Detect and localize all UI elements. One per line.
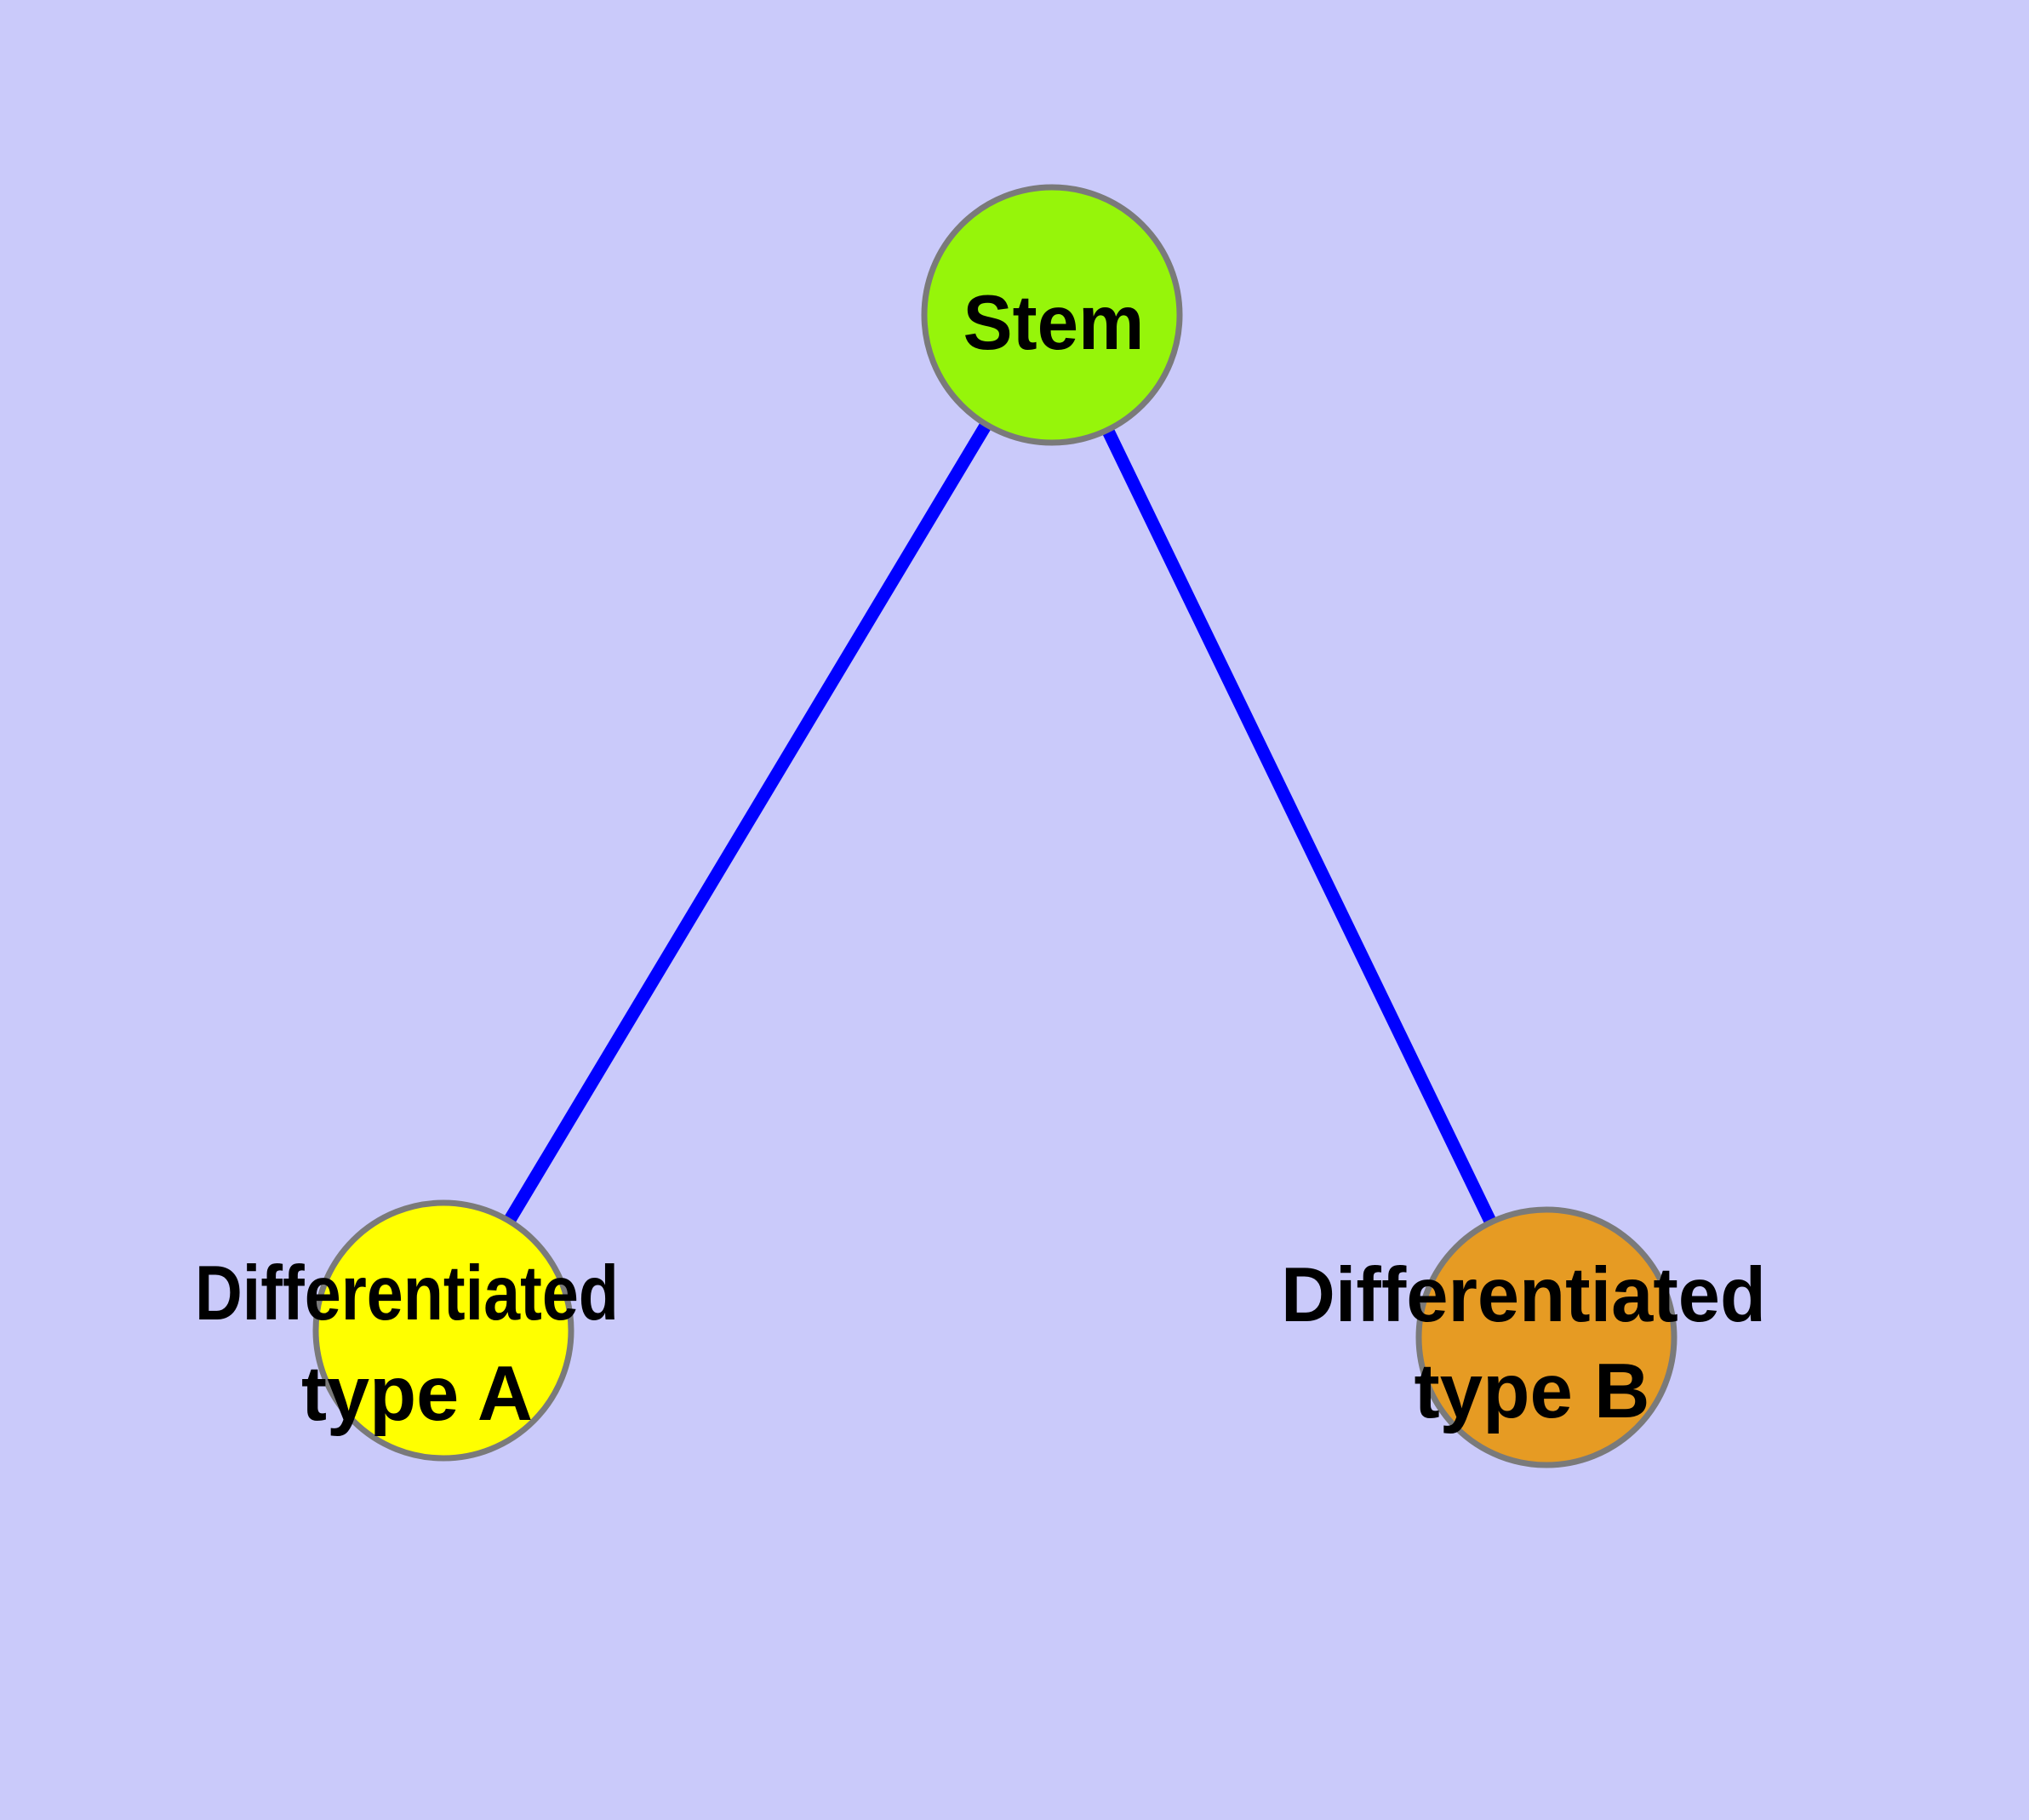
edges xyxy=(437,312,1552,1341)
edge-stem-to-type-b xyxy=(1046,312,1552,1341)
node-type-a-circle xyxy=(312,1199,574,1462)
node-stem: Stem xyxy=(921,184,1183,446)
node-type-b-label-line2: type B xyxy=(1415,1348,1650,1434)
node-stem-circle xyxy=(921,184,1183,446)
node-type-b-circle xyxy=(1415,1206,1677,1468)
node-type-b-label-line1: Differentiated xyxy=(1281,1252,1766,1338)
node-differentiated-type-b: Differentiated type B xyxy=(1281,1206,1766,1468)
node-type-a-label-line1: Differentiated xyxy=(195,1251,619,1336)
node-type-a-label-line2: type A xyxy=(301,1351,533,1437)
node-differentiated-type-a: Differentiated type A xyxy=(195,1199,619,1462)
node-stem-label: Stem xyxy=(963,280,1145,366)
edge-stem-to-type-a xyxy=(437,312,1058,1334)
